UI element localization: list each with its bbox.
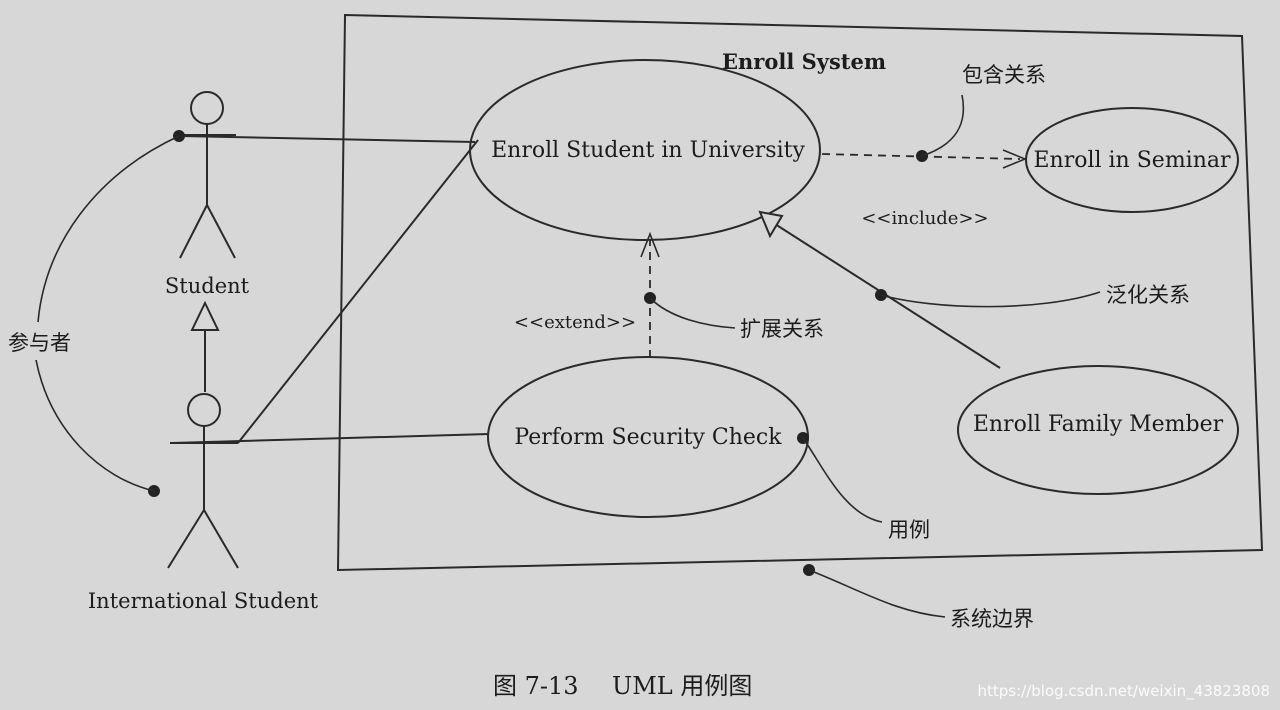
actor-international-student-leg-left	[167, 509, 205, 569]
actor-student[interactable]	[178, 91, 236, 259]
association-intl-security	[171, 433, 490, 444]
actor-student-head	[190, 91, 224, 125]
use-case-family-member[interactable]	[957, 365, 1239, 495]
annotation-include-label: 包含关系	[962, 63, 1046, 87]
use-case-enroll-seminar-label: Enroll in Seminar	[1033, 148, 1231, 173]
annotation-include-leader	[921, 94, 965, 157]
system-boundary	[336, 13, 1264, 572]
annotation-actor-leader-bottom	[35, 359, 155, 492]
association-student-enroll	[179, 135, 476, 143]
actor-international-student-label: International Student	[88, 589, 319, 613]
figure-title: UML 用例图	[612, 672, 752, 700]
watermark-url: https://blog.csdn.net/weixin_43823808	[977, 682, 1270, 701]
use-case-enroll-seminar[interactable]	[1025, 107, 1239, 213]
actor-international-student-head	[187, 393, 221, 427]
use-case-enroll-student-label: Enroll Student in University	[491, 138, 805, 163]
annotation-extend-leader	[649, 297, 736, 329]
actor-international-student[interactable]	[167, 393, 239, 569]
annotation-actor-label: 参与者	[8, 331, 71, 355]
include-dependency-arrowhead	[1002, 149, 1028, 169]
annotation-system-boundary-label: 系统边界	[950, 607, 1034, 631]
annotation-generalization-label: 泛化关系	[1106, 283, 1190, 307]
use-case-family-member-label: Enroll Family Member	[973, 412, 1224, 437]
actor-student-leg-right	[206, 204, 236, 259]
annotation-generalization-leader	[880, 291, 1101, 308]
annotation-extend-label: 扩展关系	[740, 317, 824, 341]
actor-generalization-arrowhead	[190, 300, 220, 331]
actor-student-label: Student	[165, 274, 250, 298]
annotation-system-boundary-leader	[808, 569, 946, 618]
usecase-generalization-arrowhead	[758, 210, 784, 239]
include-stereotype: <<include>>	[861, 208, 988, 229]
association-intl-enroll	[237, 139, 479, 444]
system-title: Enroll System	[722, 49, 886, 74]
extend-dependency-arrowhead	[640, 231, 660, 258]
figure-number: 图 7-13	[493, 672, 579, 700]
annotation-use-case-label: 用例	[888, 518, 930, 542]
extend-stereotype: <<extend>>	[514, 312, 636, 333]
actor-student-leg-left	[179, 204, 208, 259]
annotation-use-case-leader	[802, 437, 883, 523]
annotation-actor-leader-top	[37, 135, 180, 323]
actor-international-student-leg-right	[203, 509, 239, 569]
use-case-security-check-label: Perform Security Check	[514, 425, 782, 450]
